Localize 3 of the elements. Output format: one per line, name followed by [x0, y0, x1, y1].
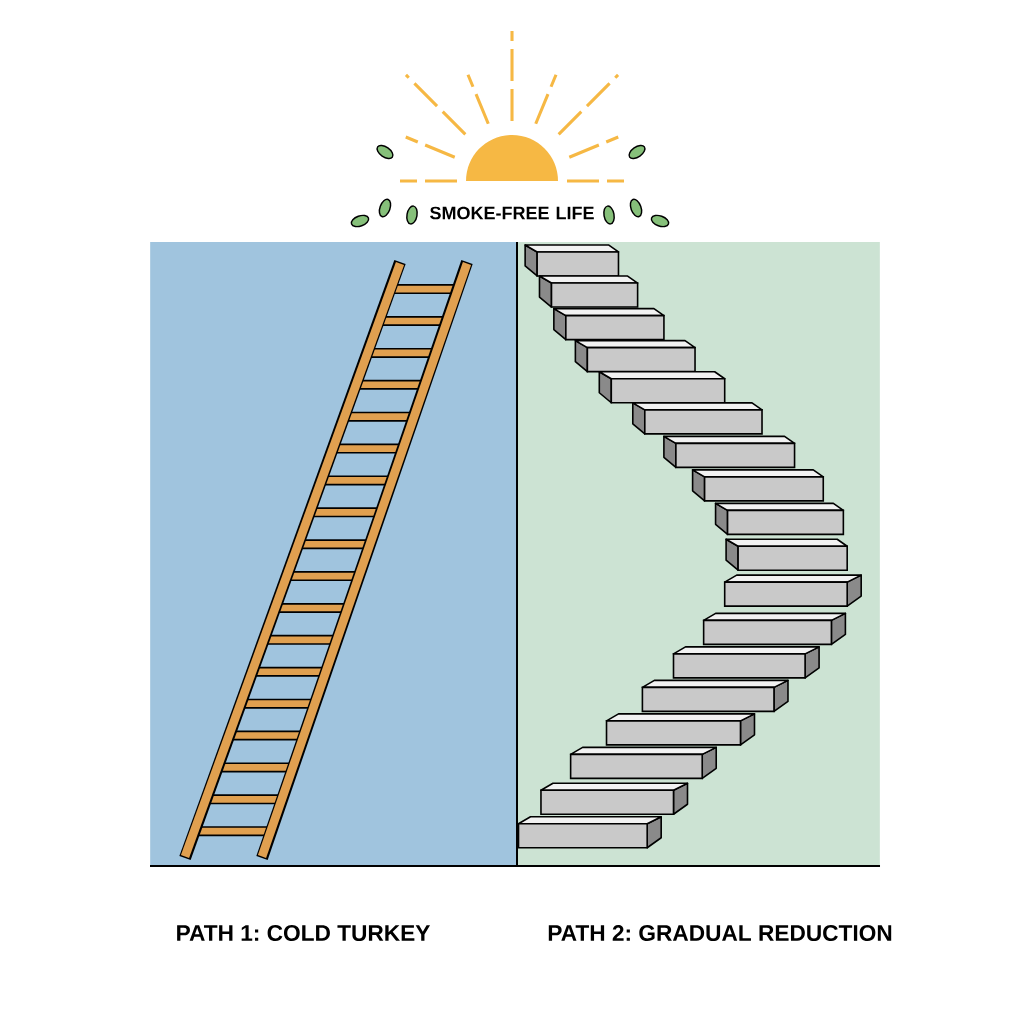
- panel-caption: PATH 1: COLD TURKEY: [177, 925, 431, 942]
- title-label: SMOKE-FREE LIFE: [430, 206, 594, 220]
- panel-caption: PATH 2: GRADUAL REDUCTION: [548, 925, 892, 942]
